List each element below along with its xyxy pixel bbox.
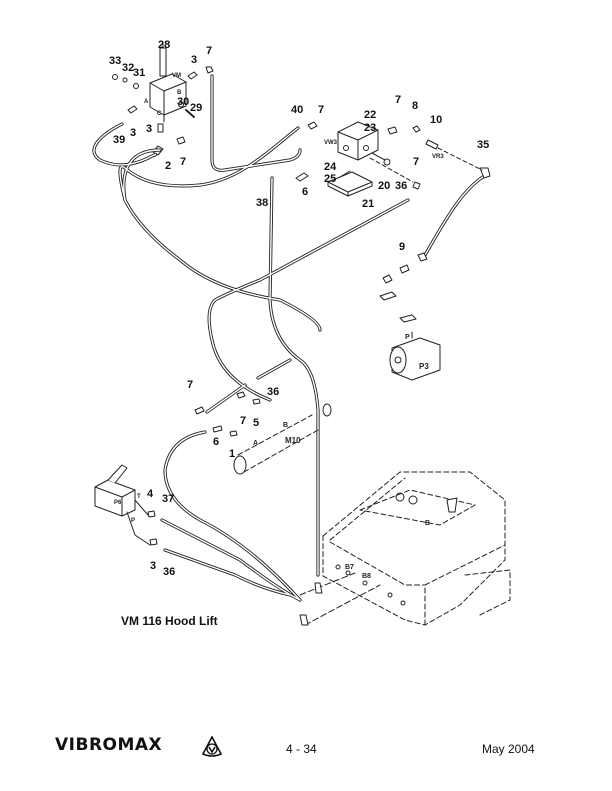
callout-7: 7 — [240, 415, 247, 427]
callout-35: 35 — [477, 139, 490, 151]
callout-7: 7 — [187, 379, 194, 391]
callout-7: 7 — [318, 104, 325, 116]
callout-9: 9 — [399, 241, 406, 253]
callout-33: 33 — [109, 55, 122, 67]
cylinder-m10 — [194, 391, 332, 475]
vibromax-emblem-icon — [201, 736, 223, 757]
callout-37: 37 — [162, 493, 175, 505]
callout-36: 36 — [395, 180, 408, 192]
pump-label-p3: P3 — [419, 362, 429, 371]
callout-7: 7 — [206, 45, 213, 57]
callout-10: 10 — [430, 114, 443, 126]
callout-30: 30 — [177, 96, 190, 108]
callout-25: 25 — [324, 173, 337, 185]
port-label-b: B — [177, 90, 182, 96]
callout-3: 3 — [146, 123, 153, 135]
callout-28: 28 — [158, 39, 171, 51]
callout-4: 4 — [147, 488, 154, 500]
port-label-t: T — [137, 494, 141, 500]
callout-7: 7 — [413, 156, 420, 168]
callout-5: 5 — [253, 417, 260, 429]
callout-36: 36 — [163, 566, 176, 578]
callout-24: 24 — [324, 161, 337, 173]
callout-36: 36 — [267, 386, 280, 398]
port-label-vr3: VR3 — [432, 154, 444, 160]
publication-date: May 2004 — [482, 742, 535, 756]
port-label-p: P — [405, 334, 410, 341]
hydraulic-tank — [322, 471, 511, 626]
port-label-a: A — [144, 99, 149, 105]
page-number: 4 - 34 — [286, 742, 317, 756]
callout-6: 6 — [302, 186, 309, 198]
callout-1: 1 — [229, 448, 236, 460]
callout-7: 7 — [395, 94, 402, 106]
callout-31: 31 — [133, 67, 146, 79]
port-label-c: C — [157, 111, 162, 117]
callout-38: 38 — [256, 197, 269, 209]
callout-7: 7 — [180, 156, 187, 168]
callout-20: 20 — [378, 180, 391, 192]
callout-22: 22 — [364, 109, 377, 121]
port-label-b7: B7 — [345, 564, 354, 571]
diagram-caption: VM 116 Hood Lift — [121, 614, 218, 628]
valve-block-vm — [149, 43, 187, 123]
port-label-b8: B8 — [362, 573, 371, 580]
cylinder-label-m10: M10 — [285, 436, 301, 445]
port-label-p: P — [131, 518, 136, 524]
callout-3: 3 — [130, 127, 137, 139]
callout-39: 39 — [113, 134, 126, 146]
callout-2: 2 — [165, 160, 172, 172]
pump-p3 — [379, 252, 441, 381]
port-label-a: A — [253, 440, 259, 447]
valve-label-p6: P6 — [114, 500, 122, 506]
vibromax-logo: VIBROMAX — [55, 735, 163, 755]
callout-40: 40 — [291, 104, 304, 116]
callout-32: 32 — [122, 62, 135, 74]
callout-8: 8 — [412, 100, 419, 112]
callout-3: 3 — [191, 54, 198, 66]
valve-block-vw3 — [337, 121, 391, 166]
callout-6: 6 — [213, 436, 220, 448]
callout-3: 3 — [150, 560, 157, 572]
callout-23: 23 — [364, 122, 377, 134]
port-label-vm: VM — [172, 73, 181, 79]
callout-29: 29 — [190, 102, 203, 114]
port-label-vw3: VW3 — [324, 140, 338, 146]
valve-p6 — [94, 464, 158, 546]
port-label-b: B — [283, 422, 289, 429]
tank-label-b: B — [425, 520, 431, 527]
callout-21: 21 — [362, 198, 375, 210]
